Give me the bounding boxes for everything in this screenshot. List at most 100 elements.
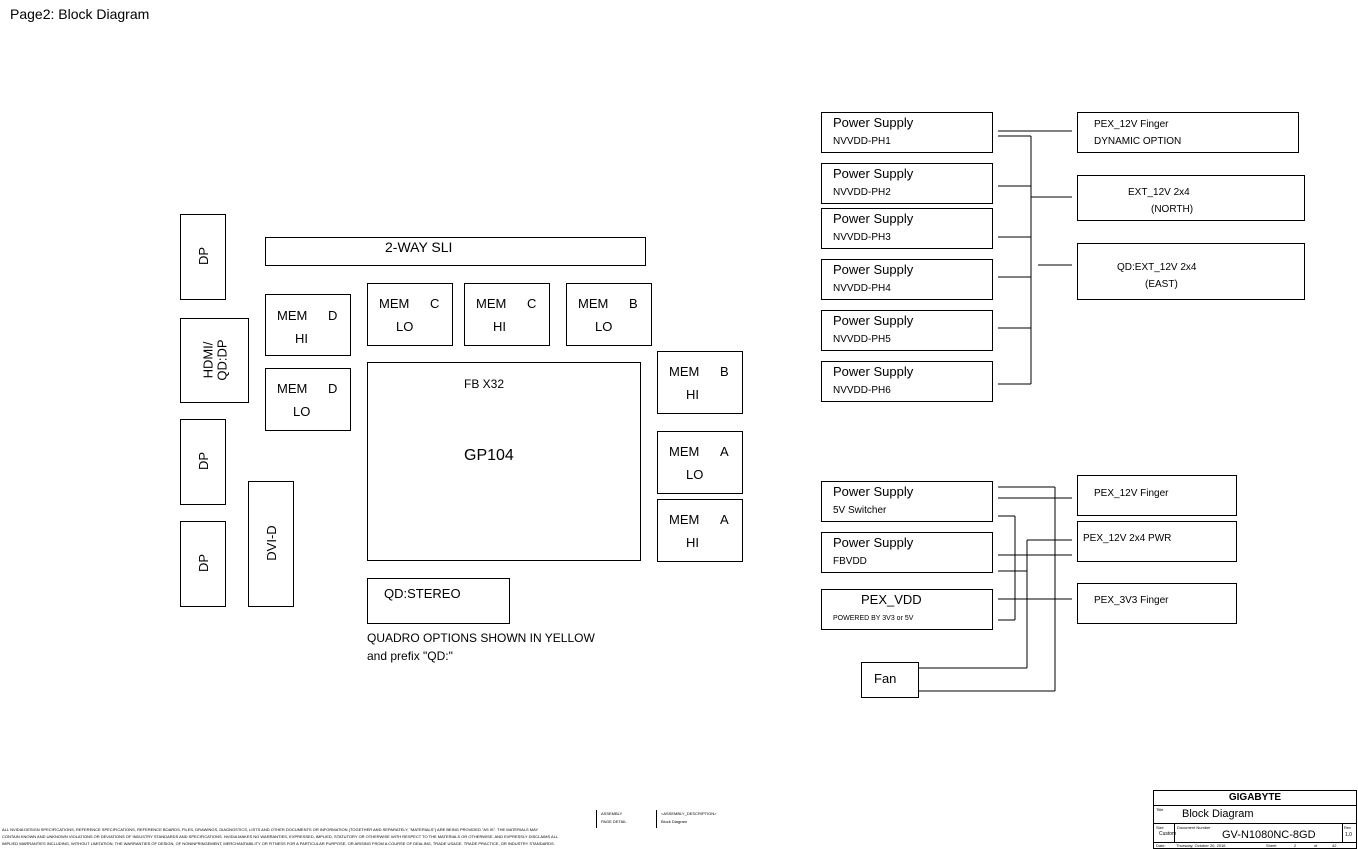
mem-channel: B xyxy=(720,364,729,379)
page-title: Page2: Block Diagram xyxy=(10,6,150,22)
dvi-connector: DVI-D xyxy=(248,481,294,607)
mem-d-lo: MEM D LO xyxy=(265,368,351,431)
total-sheets: 42 xyxy=(1332,843,1337,848)
power-supply-sub: 5V Switcher xyxy=(833,505,887,516)
source-line1: QD:EXT_12V 2x4 xyxy=(1117,262,1197,273)
title-label: Title xyxy=(1156,807,1164,812)
quadro-note-line1: QUADRO OPTIONS SHOWN IN YELLOW xyxy=(367,631,595,645)
date-value: Thursday, October 20, 2016 xyxy=(1176,843,1226,848)
power-supply-sub: NVVDD-PH5 xyxy=(833,334,891,345)
assembly-description: <ASSEMBLY_DESCRIPTION> xyxy=(661,811,717,816)
source-line2: (EAST) xyxy=(1145,279,1178,290)
hdmi-label-line2: QD:DP xyxy=(214,339,230,381)
power-supply-5v-switcher: Power Supply 5V Switcher xyxy=(821,481,993,522)
pex-12v-2x4-pwr: PEX_12V 2x4 PWR xyxy=(1077,521,1237,562)
disclaimer-line2: CONTAIN KNOWN AND UNKNOWN VIOLATIONS OR … xyxy=(2,834,559,839)
fan-block: Fan xyxy=(861,662,919,698)
power-supply-ph4: Power Supply NVVDD-PH4 xyxy=(821,259,993,300)
source-line2: (NORTH) xyxy=(1151,204,1194,215)
source-label: PEX_3V3 Finger xyxy=(1094,595,1169,606)
power-supply-title: Power Supply xyxy=(833,262,914,277)
power-supply-title: Power Supply xyxy=(833,484,914,499)
mem-a-lo: MEM A LO xyxy=(657,431,743,494)
power-supply-ph3: Power Supply NVVDD-PH3 xyxy=(821,208,993,249)
of-label: of xyxy=(1314,843,1318,848)
mem-part: HI xyxy=(493,319,506,334)
mem-channel: D xyxy=(328,381,338,396)
power-supply-title: Power Supply xyxy=(833,364,914,379)
pex-vdd-title: PEX_VDD xyxy=(861,592,922,607)
power-supply-sub: NVVDD-PH1 xyxy=(833,136,891,147)
dp-label: DP xyxy=(196,246,211,266)
assembly-label: ASSEMBLY xyxy=(601,811,623,816)
disclaimer-line3: IMPLIED WARRANTIES INCLUDING, WITHOUT LI… xyxy=(2,841,555,846)
mem-part: HI xyxy=(686,535,699,550)
mem-label: MEM xyxy=(669,512,700,527)
power-supply-fbvdd: Power Supply FBVDD xyxy=(821,532,993,573)
gpu-name: GP104 xyxy=(464,447,514,464)
assembly-divider xyxy=(596,810,597,828)
rev-label: Rev xyxy=(1344,825,1352,830)
mem-part: LO xyxy=(686,467,704,482)
power-supply-sub: NVVDD-PH3 xyxy=(833,232,891,243)
power-supply-sub: NVVDD-PH4 xyxy=(833,283,891,294)
mem-a-hi: MEM A HI xyxy=(657,499,743,562)
page-detail-label: PAGE DETAIL xyxy=(601,819,627,824)
sheet-label: Sheet xyxy=(1266,843,1277,848)
stereo-connector: QD:STEREO xyxy=(367,578,510,624)
source-line1: EXT_12V 2x4 xyxy=(1128,187,1190,198)
mem-part: LO xyxy=(293,404,311,419)
rev-value: 1.0 xyxy=(1345,832,1352,838)
disclaimer-line1: ALL NVIDIA DESIGN SPECIFICATIONS, REFERE… xyxy=(2,827,539,832)
document-number: GV-N1080NC-8GD xyxy=(1222,829,1316,841)
size-value: Custom xyxy=(1159,831,1177,837)
power-supply-ph5: Power Supply NVVDD-PH5 xyxy=(821,310,993,351)
mem-b-lo: MEM B LO xyxy=(566,283,652,346)
power-supply-title: Power Supply xyxy=(833,166,914,181)
mem-label: MEM xyxy=(669,364,700,379)
mem-channel: C xyxy=(527,296,537,311)
title-block: GIGABYTE Title Block Diagram Size Custom… xyxy=(1153,790,1357,849)
mem-b-hi: MEM B HI xyxy=(657,351,743,414)
stereo-label: QD:STEREO xyxy=(384,586,461,601)
mem-label: MEM xyxy=(379,296,410,311)
pex-vdd-supply: PEX_VDD POWERED BY 3V3 or 5V xyxy=(821,589,993,630)
mem-c-hi: MEM C HI xyxy=(464,283,550,346)
dp-connector-2: DP xyxy=(180,419,226,505)
pex-vdd-sub: POWERED BY 3V3 or 5V xyxy=(833,615,914,622)
dp-connector-3: DP xyxy=(180,521,226,607)
mem-label: MEM xyxy=(578,296,609,311)
power-supply-ph1: Power Supply NVVDD-PH1 xyxy=(821,112,993,153)
mem-part: LO xyxy=(396,319,414,334)
mem-part: HI xyxy=(295,331,308,346)
power-supply-ph2: Power Supply NVVDD-PH2 xyxy=(821,163,993,204)
size-label: Size xyxy=(1156,825,1164,830)
dp-connector-1: DP xyxy=(180,214,226,300)
mem-channel: C xyxy=(430,296,440,311)
mem-label: MEM xyxy=(669,444,700,459)
fan-label: Fan xyxy=(874,671,897,686)
pex-3v3-finger: PEX_3V3 Finger xyxy=(1077,583,1237,624)
source-line2: DYNAMIC OPTION xyxy=(1094,136,1182,147)
power-supply-sub: NVVDD-PH6 xyxy=(833,385,891,396)
sheet-value: 2 xyxy=(1294,843,1297,848)
mem-c-lo: MEM C LO xyxy=(367,283,453,346)
block-diagram-small: Block Diagram xyxy=(661,819,688,824)
mem-channel: A xyxy=(720,512,729,527)
mem-d-hi: MEM D HI xyxy=(265,294,351,356)
date-label: Date: xyxy=(1156,843,1166,848)
source-line1: PEX_12V Finger xyxy=(1094,119,1169,130)
dvi-label: DVI-D xyxy=(264,525,279,561)
dp-label: DP xyxy=(196,553,211,573)
gpu-fb-label: FB X32 xyxy=(464,377,505,391)
power-supply-sub: FBVDD xyxy=(833,556,867,567)
mem-channel: A xyxy=(720,444,729,459)
hdmi-connector: HDMI/ QD:DP xyxy=(180,318,249,403)
sli-label: 2-WAY SLI xyxy=(385,239,453,255)
mem-part: LO xyxy=(595,319,613,334)
source-label: PEX_12V Finger xyxy=(1094,488,1169,499)
gpu-block: FB X32 GP104 xyxy=(367,362,641,561)
mem-part: HI xyxy=(686,387,699,402)
pex-12v-finger-dynamic: PEX_12V Finger DYNAMIC OPTION xyxy=(1077,112,1299,153)
